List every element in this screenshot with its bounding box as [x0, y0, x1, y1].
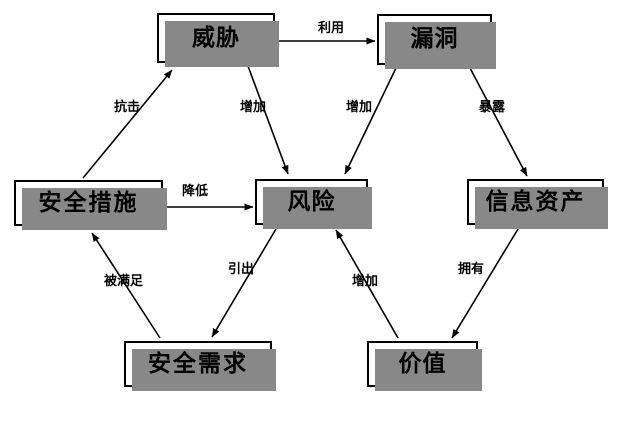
- edge-label-requirement-satisfies-safeguard: 被满足: [104, 274, 144, 289]
- edge-label-threat-increases-risk: 增加: [240, 100, 267, 115]
- node-requirement-label: 安全需求: [148, 350, 248, 377]
- node-vulnerability-label: 漏洞: [410, 26, 459, 52]
- node-value[interactable]: 价值: [367, 341, 482, 391]
- node-asset[interactable]: 信息资产: [467, 179, 608, 229]
- edge-vulnerability-increases-risk: [344, 67, 397, 175]
- node-value-label: 价值: [398, 350, 447, 377]
- edge-label-value-increases-risk: 增加: [352, 274, 379, 289]
- edge-value-increases-risk: [335, 229, 399, 339]
- node-requirement[interactable]: 安全需求: [124, 341, 276, 391]
- edge-label-safeguard-reduces-risk: 降低: [182, 184, 209, 199]
- node-threat[interactable]: 威胁: [157, 13, 279, 67]
- edge-label-vulnerability-increases-risk: 增加: [346, 100, 373, 115]
- edge-safeguard-counters-threat: [82, 69, 173, 179]
- edge-label-safeguard-counters-threat: 抗击: [114, 100, 141, 115]
- edge-label-risk-derives-requirement: 引出: [228, 262, 255, 277]
- node-threat-label: 威胁: [192, 24, 240, 51]
- edge-vulnerability-exposes-asset: [469, 67, 528, 177]
- edge-risk-derives-requirement: [211, 228, 277, 338]
- node-vulnerability[interactable]: 漏洞: [377, 14, 496, 69]
- node-safeguard[interactable]: 安全措施: [14, 180, 167, 230]
- node-safeguard-label: 安全措施: [38, 189, 139, 216]
- node-asset-label: 信息资产: [485, 188, 586, 215]
- node-risk[interactable]: 风险: [255, 179, 372, 229]
- edge-label-vulnerability-exposes-asset: 暴露: [479, 100, 506, 115]
- edge-label-asset-has-value: 拥有: [458, 262, 485, 277]
- node-risk-label: 风险: [287, 188, 336, 215]
- edge-asset-has-value: [451, 228, 519, 339]
- edge-requirement-satisfies-safeguard: [91, 232, 161, 339]
- edge-threat-increases-risk: [247, 65, 289, 175]
- edge-label-threat-exploits-vulnerability: 利用: [318, 21, 345, 36]
